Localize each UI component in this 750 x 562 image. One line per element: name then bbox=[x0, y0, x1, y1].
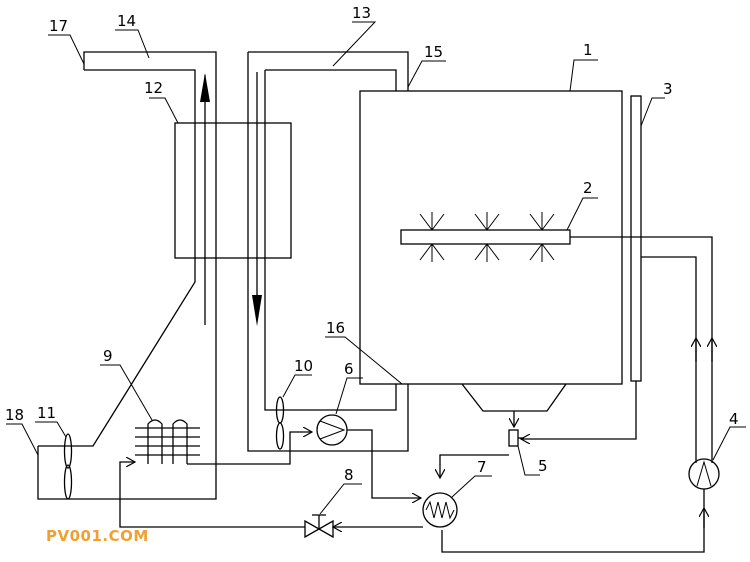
pump-to-heater-pipe bbox=[441, 489, 705, 553]
compressor-symbol bbox=[319, 420, 346, 440]
label-4: 4 bbox=[729, 410, 739, 428]
heat-exchanger bbox=[422, 492, 458, 528]
label-10: 10 bbox=[294, 357, 313, 375]
spray-bar bbox=[400, 229, 571, 245]
chamber-hopper bbox=[461, 383, 567, 412]
column-drain-pipe bbox=[521, 381, 637, 439]
upflow-arrowhead bbox=[200, 73, 210, 102]
compressor-to-exchanger-pipe bbox=[347, 429, 421, 498]
downflow-arrowhead bbox=[252, 295, 262, 326]
heat-exchanger-coil bbox=[425, 500, 455, 520]
fan-10 bbox=[275, 396, 285, 450]
valve-to-evaporator-pipe bbox=[119, 462, 305, 528]
exhaust-duct-inner bbox=[38, 69, 196, 447]
label-17: 17 bbox=[49, 17, 68, 35]
label-1: 1 bbox=[583, 41, 593, 59]
return-duct-outer bbox=[248, 51, 409, 91]
label-3: 3 bbox=[663, 80, 673, 98]
pump-symbol bbox=[696, 460, 712, 487]
label-5: 5 bbox=[538, 457, 548, 475]
label-6: 6 bbox=[344, 360, 354, 378]
label-14: 14 bbox=[117, 12, 136, 30]
label-15: 15 bbox=[424, 43, 443, 61]
valve-to-heater-pipe bbox=[440, 454, 509, 478]
label-8: 8 bbox=[344, 466, 354, 484]
label-2: 2 bbox=[583, 179, 593, 197]
return-duct-left bbox=[247, 52, 409, 452]
spray-nozzles bbox=[419, 212, 555, 262]
label-9: 9 bbox=[103, 347, 113, 365]
side-column bbox=[630, 95, 642, 382]
compressor bbox=[316, 414, 348, 446]
label-13: 13 bbox=[352, 4, 371, 22]
watermark: PV001.COM bbox=[46, 527, 149, 545]
label-7: 7 bbox=[477, 458, 487, 476]
label-16: 16 bbox=[326, 319, 345, 337]
return-duct-inner bbox=[264, 69, 397, 411]
heat-recovery-box bbox=[174, 122, 292, 259]
pump-return-pipe bbox=[641, 256, 697, 463]
leader-lines bbox=[6, 21, 746, 515]
expansion-valve bbox=[304, 519, 334, 539]
three-way-valve bbox=[508, 429, 524, 447]
fan-11 bbox=[63, 433, 73, 500]
expansion-valve-stem bbox=[312, 514, 326, 529]
evaporator-to-compressor-pipe bbox=[187, 432, 312, 465]
label-18: 18 bbox=[5, 406, 24, 424]
outer-duct-box bbox=[37, 70, 217, 500]
evaporator-coil bbox=[135, 419, 200, 464]
exhaust-duct bbox=[83, 51, 217, 70]
spray-supply-pipe bbox=[570, 236, 713, 463]
label-11: 11 bbox=[37, 404, 56, 422]
label-12: 12 bbox=[144, 79, 163, 97]
